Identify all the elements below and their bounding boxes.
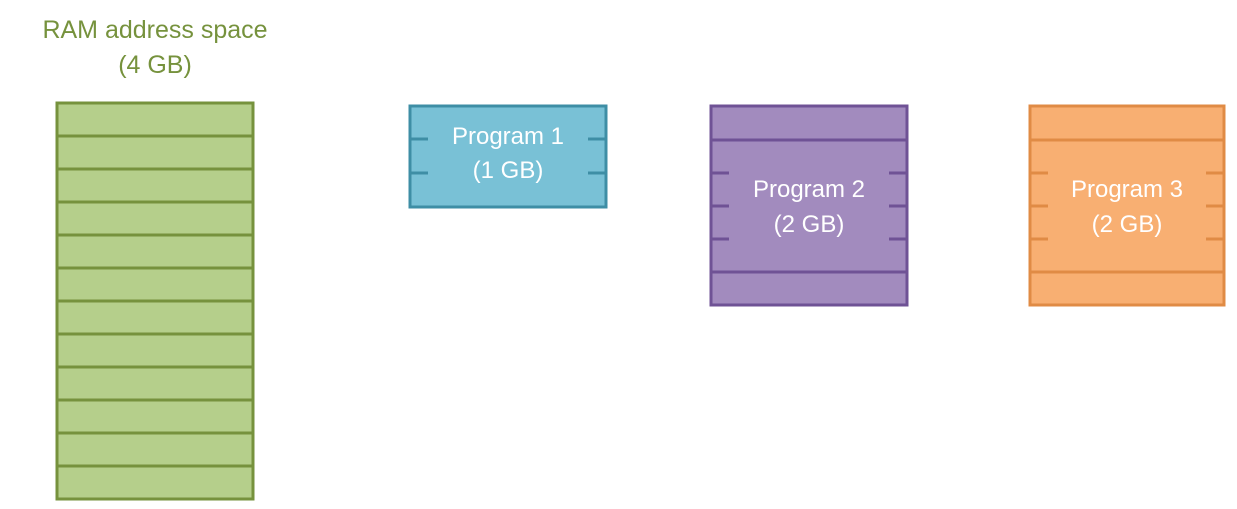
ram-row [55, 299, 255, 336]
program-2-block: Program 2 (2 GB) [709, 104, 909, 307]
ram-row [55, 167, 255, 204]
ram-rows [55, 101, 255, 501]
ram-row [55, 464, 255, 501]
ram-row [55, 101, 255, 138]
ram-row [55, 332, 255, 369]
program-1-size: (1 GB) [473, 157, 544, 184]
program-3-size: (2 GB) [1092, 211, 1163, 238]
ram-title-line1: RAM address space [42, 16, 267, 44]
ram-row [55, 134, 255, 171]
program-3-name: Program 3 [1071, 176, 1183, 203]
program-1-name: Program 1 [452, 123, 564, 150]
ram-row [55, 431, 255, 468]
ram-row [55, 398, 255, 435]
program-2-label-background [729, 165, 889, 250]
program-3-block: Program 3 (2 GB) [1028, 104, 1226, 307]
ram-row [55, 365, 255, 402]
ram-block: RAM address space (4 GB) [42, 16, 268, 501]
program-1-block: Program 1 (1 GB) [408, 104, 608, 209]
ram-row [55, 233, 255, 270]
ram-title-line2: (4 GB) [118, 51, 192, 79]
program-2-size: (2 GB) [774, 211, 845, 238]
ram-row [55, 200, 255, 237]
program-2-name: Program 2 [753, 176, 865, 203]
program-1-label-background [428, 115, 588, 195]
program-3-label-background [1048, 165, 1206, 250]
ram-row [55, 266, 255, 303]
